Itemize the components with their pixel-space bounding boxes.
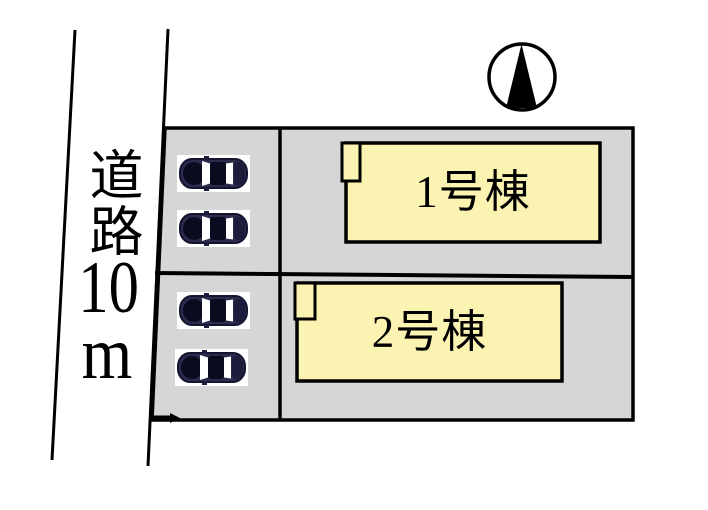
building-1-porch (340, 141, 362, 183)
parcel-divider-line (154, 271, 634, 279)
dimension-tick-arrow (170, 413, 180, 423)
parcel-1-car-2 (176, 209, 251, 248)
north-arrow-icon (487, 42, 557, 112)
building-1-label: 1号棟 (415, 167, 531, 217)
parcel-2-car-2 (174, 348, 249, 387)
road-label: 道路 (81, 146, 141, 259)
road-width-value: 10 (78, 247, 139, 329)
parcel-1-car-1 (176, 154, 251, 193)
north-arrow-needle (506, 44, 537, 108)
building-2-porch (293, 281, 317, 321)
road-width-unit: m (81, 313, 133, 395)
building-2-footprint (295, 281, 564, 383)
building-2-label: 2号棟 (371, 306, 488, 357)
road-edge-left-line (50, 29, 77, 461)
parcel-2-car-1 (176, 291, 251, 330)
building-1-footprint (344, 141, 602, 244)
